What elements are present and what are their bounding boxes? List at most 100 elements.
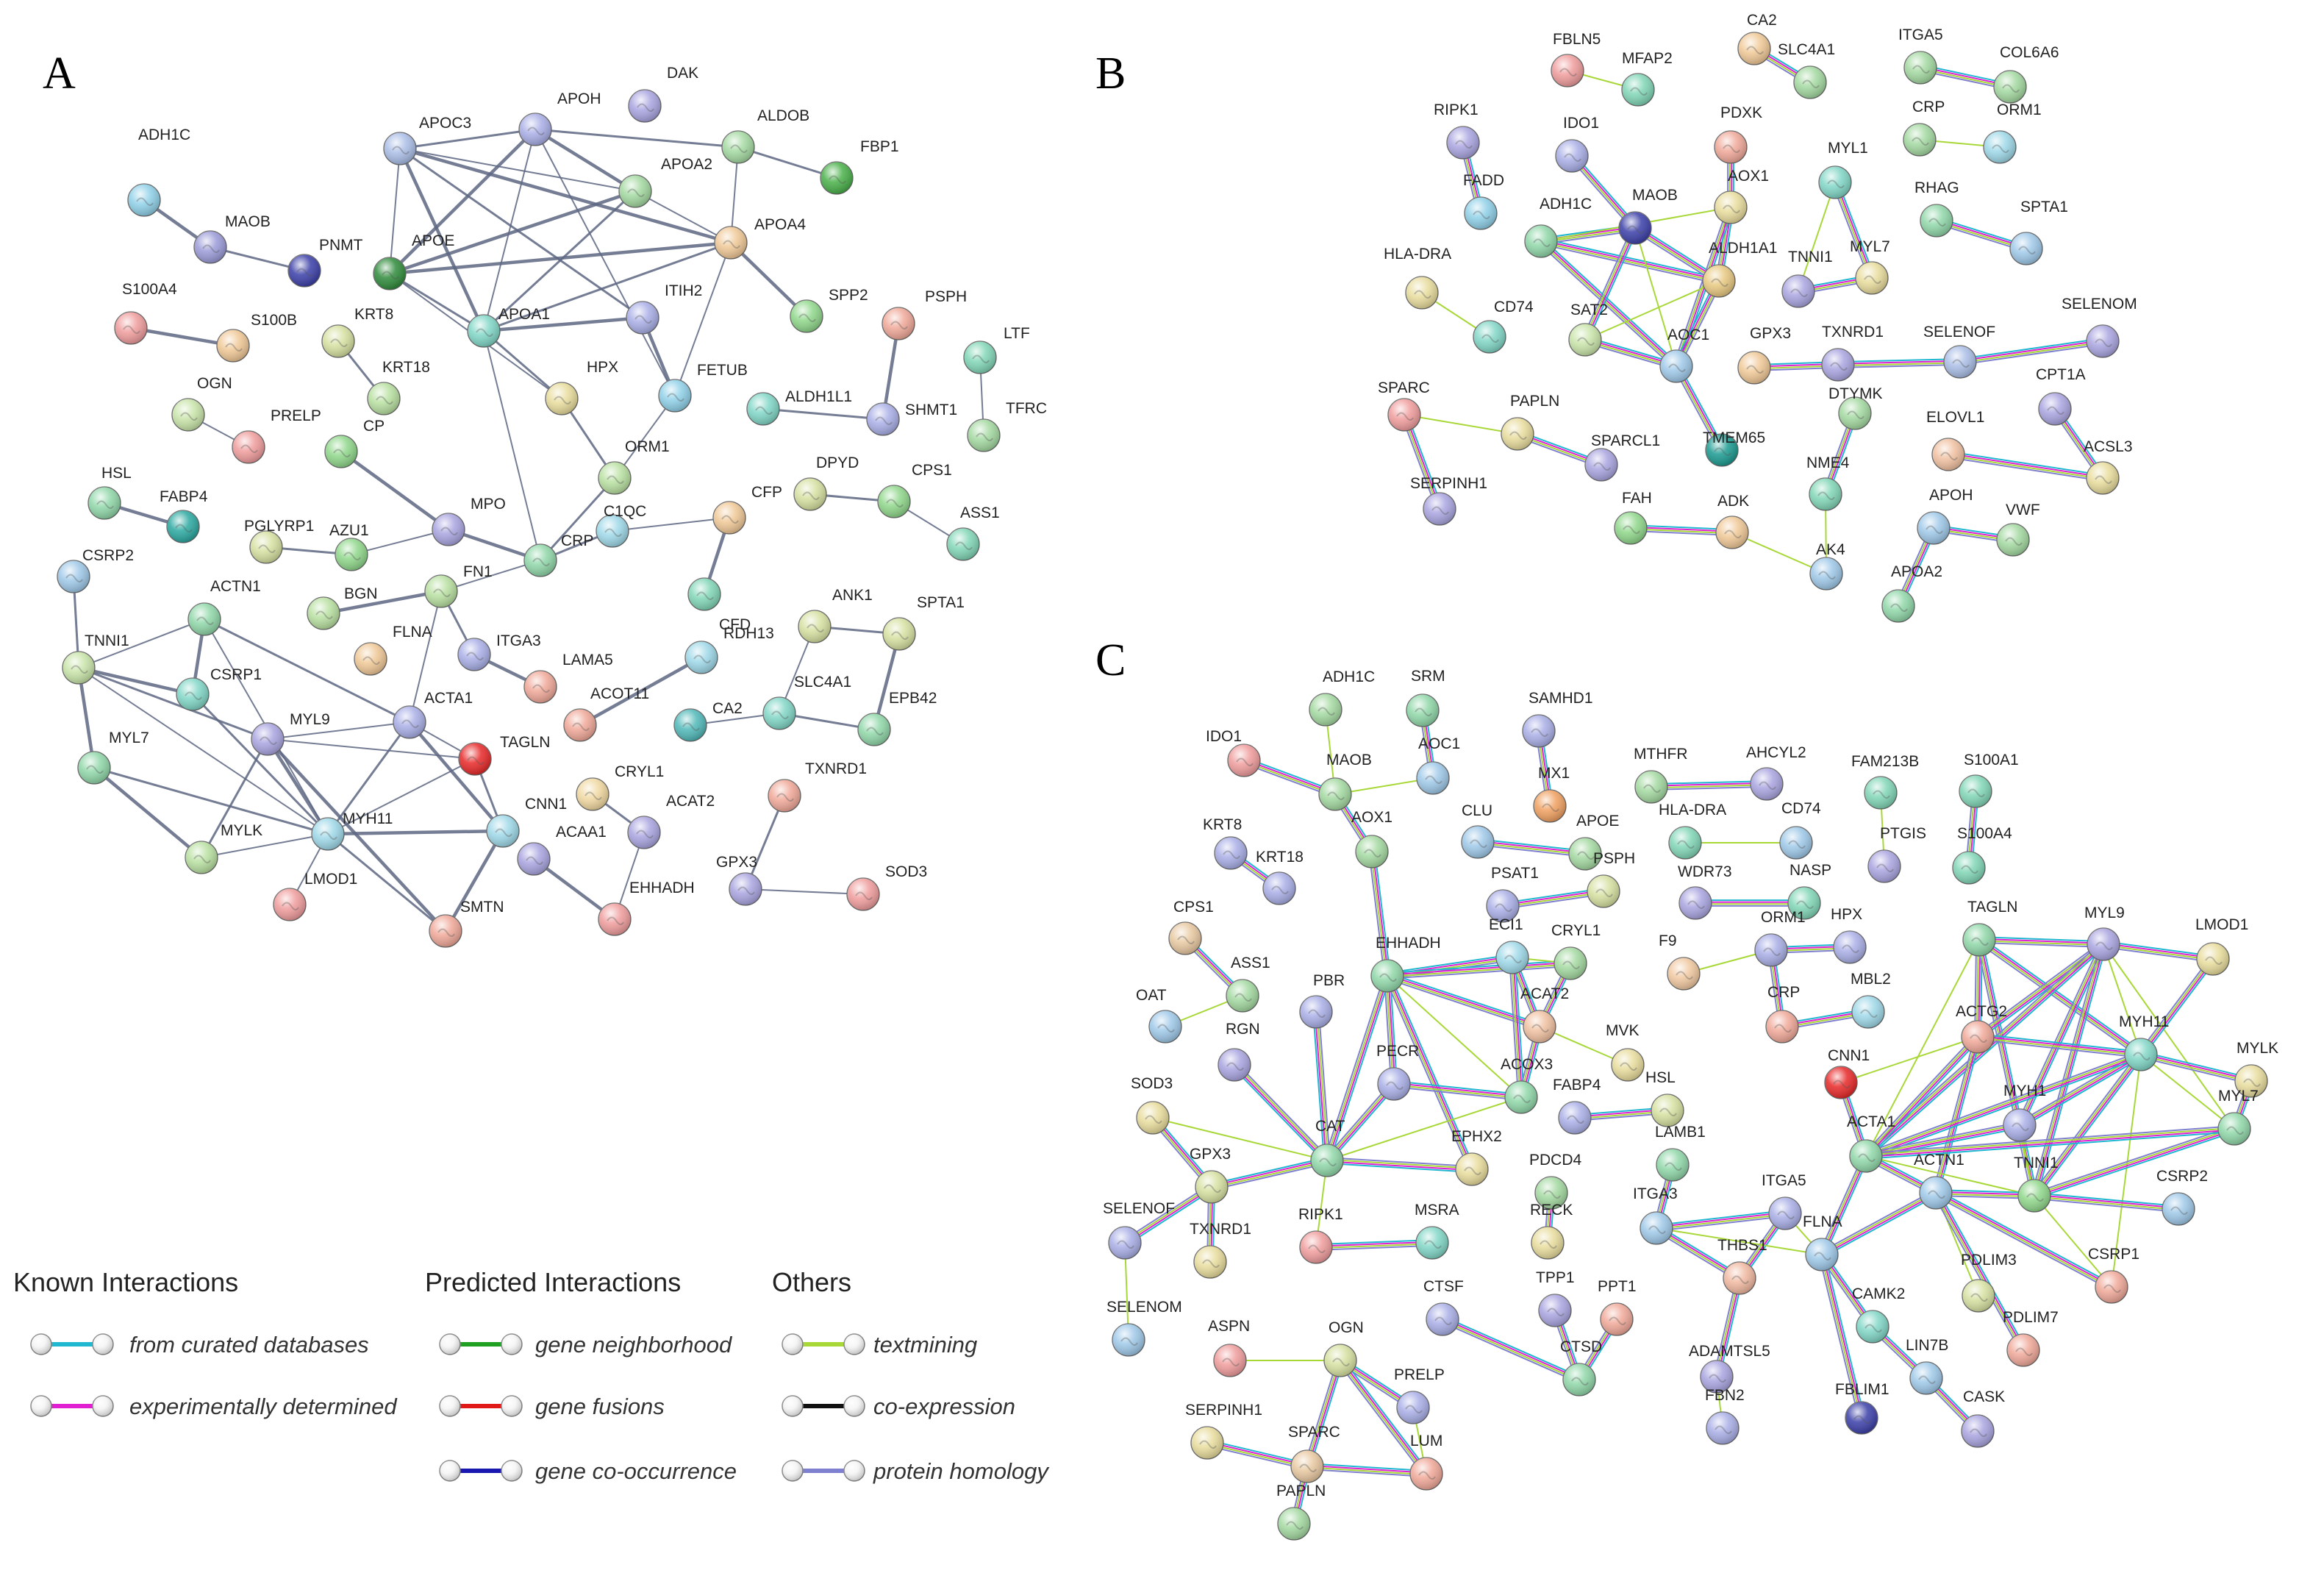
node-clu[interactable]: CLU [1461,802,1495,859]
node-fbln5[interactable]: FBLN5 [1551,31,1601,88]
node-cask[interactable]: CASK [1961,1388,2005,1448]
node-itih2[interactable]: ITIH2 [626,282,702,335]
node-spta1[interactable]: SPTA1 [2009,199,2068,265]
node-orm1[interactable]: ORM1 [1983,101,2042,164]
node-cd74[interactable]: CD74 [1779,800,1821,860]
node-tmem65[interactable]: TMEM65 [1703,429,1765,467]
node-ido1[interactable]: IDO1 [1206,728,1261,777]
node-ass1[interactable]: ASS1 [946,504,1000,561]
node-hsl[interactable]: HSL [87,465,132,520]
node-ahcyl2[interactable]: AHCYL2 [1746,744,1806,801]
node-csrp2[interactable]: CSRP2 [57,547,134,593]
node-itga3[interactable]: ITGA3 [457,632,541,671]
node-acaa1[interactable]: ACAA1 [517,824,607,876]
node-krt8[interactable]: KRT8 [321,306,393,358]
node-acat2[interactable]: ACAT2 [1520,985,1569,1044]
node-lamb1[interactable]: LAMB1 [1655,1124,1706,1182]
node-fbn2[interactable]: FBN2 [1705,1387,1745,1445]
node-myl7[interactable]: MYL7 [2217,1088,2259,1146]
node-cnn1[interactable]: CNN1 [1824,1047,1870,1099]
node-pbr[interactable]: PBR [1299,972,1345,1029]
node-nme4[interactable]: NME4 [1806,454,1850,511]
node-maob[interactable]: MAOB [1618,187,1678,245]
node-dak[interactable]: DAK [628,65,698,123]
node-acot11[interactable]: ACOT11 [563,685,649,742]
node-ak4[interactable]: AK4 [1809,541,1845,591]
node-shmt1[interactable]: SHMT1 [866,402,957,436]
node-sod3[interactable]: SOD3 [1131,1075,1173,1135]
node-psph[interactable]: PSPH [1587,850,1635,908]
node-itga5[interactable]: ITGA5 [1898,26,1943,85]
node-pecr[interactable]: PECR [1376,1043,1419,1101]
node-lmod1[interactable]: LMOD1 [273,871,357,921]
node-nasp[interactable]: NASP [1787,862,1831,920]
node-oat[interactable]: OAT [1136,987,1182,1044]
node-ogn[interactable]: OGN [1323,1319,1364,1377]
node-thbs1[interactable]: THBS1 [1717,1237,1767,1295]
node-rgn[interactable]: RGN [1218,1021,1260,1082]
node-mpo[interactable]: MPO [432,496,506,546]
node-hla-dra[interactable]: HLA-DRA [1659,802,1726,860]
node-selenom[interactable]: SELENOM [2062,296,2137,358]
node-mvk[interactable]: MVK [1606,1022,1645,1082]
node-ephx2[interactable]: EPHX2 [1451,1128,1502,1186]
node-psph[interactable]: PSPH [882,288,967,340]
node-apoa1[interactable]: APOA1 [467,306,550,348]
node-fabp4[interactable]: FABP4 [1553,1077,1601,1135]
node-samhd1[interactable]: SAMHD1 [1522,690,1593,748]
node-apoe[interactable]: APOE [1568,813,1619,871]
node-myl9[interactable]: MYL9 [251,711,330,756]
node-cfd[interactable]: CFD [687,577,751,633]
node-smtn[interactable]: SMTN [429,899,504,948]
node-col6a6[interactable]: COL6A6 [1993,44,2059,104]
node-cp[interactable]: CP [324,418,385,468]
node-tnni1[interactable]: TNNI1 [2014,1155,2059,1213]
node-crp[interactable]: CRP [1765,984,1800,1044]
node-epb42[interactable]: EPB42 [857,690,937,746]
node-aox1[interactable]: AOX1 [1714,168,1769,224]
node-aspn[interactable]: ASPN [1208,1318,1250,1377]
node-sat2[interactable]: SAT2 [1568,302,1608,357]
node-acta1[interactable]: ACTA1 [393,690,473,739]
node-hla-dra[interactable]: HLA-DRA [1384,246,1451,310]
node-s100a1[interactable]: S100A1 [1959,752,2019,808]
node-mylk[interactable]: MYLK [2234,1040,2278,1098]
node-myl7[interactable]: MYL7 [1850,238,1890,295]
node-pglyrp1[interactable]: PGLYRP1 [244,518,314,564]
node-apoa4[interactable]: APOA4 [714,216,806,260]
node-serpinh1[interactable]: SERPINH1 [1410,475,1487,526]
node-mx1[interactable]: MX1 [1533,765,1570,823]
node-slc4a1[interactable]: SLC4A1 [1778,41,1835,99]
node-flna[interactable]: FLNA [354,624,432,676]
node-flna[interactable]: FLNA [1803,1213,1842,1271]
node-acta1[interactable]: ACTA1 [1847,1113,1895,1173]
node-pdxk[interactable]: PDXK [1714,104,1762,164]
node-serpinh1[interactable]: SERPINH1 [1185,1402,1262,1460]
node-adh1c[interactable]: ADH1C [1524,196,1592,258]
node-lum[interactable]: LUM [1409,1433,1443,1491]
node-eci1[interactable]: ECI1 [1489,916,1529,974]
node-srm[interactable]: SRM [1406,668,1445,727]
node-camk2[interactable]: CAMK2 [1852,1285,1905,1344]
node-ogn[interactable]: OGN [171,375,232,432]
node-papln[interactable]: PAPLN [1276,1483,1326,1541]
node-cfp[interactable]: CFP [712,484,782,535]
node-aox1[interactable]: AOX1 [1351,809,1392,868]
node-dpyd[interactable]: DPYD [793,454,859,511]
node-aoc1[interactable]: AOC1 [1416,735,1460,795]
node-fblim1[interactable]: FBLIM1 [1835,1381,1889,1435]
node-rhag[interactable]: RHAG [1914,179,1959,238]
node-acox3[interactable]: ACOX3 [1501,1056,1553,1114]
node-lmod1[interactable]: LMOD1 [2195,916,2248,976]
node-rdh13[interactable]: RDH13 [684,625,774,674]
node-tagln[interactable]: TAGLN [1962,899,2017,957]
node-selenof[interactable]: SELENOF [1103,1200,1175,1260]
node-myl1[interactable]: MYL1 [1818,140,1868,199]
node-slc4a1[interactable]: SLC4A1 [762,674,851,730]
node-cryl1[interactable]: CRYL1 [1551,922,1601,980]
node-hpx[interactable]: HPX [545,359,618,415]
node-s100a4[interactable]: S100A4 [1952,825,2012,885]
node-ptgis[interactable]: PTGIS [1867,825,1926,883]
node-sparcl1[interactable]: SPARCL1 [1584,432,1660,482]
node-apoa2[interactable]: APOA2 [1881,563,1942,623]
